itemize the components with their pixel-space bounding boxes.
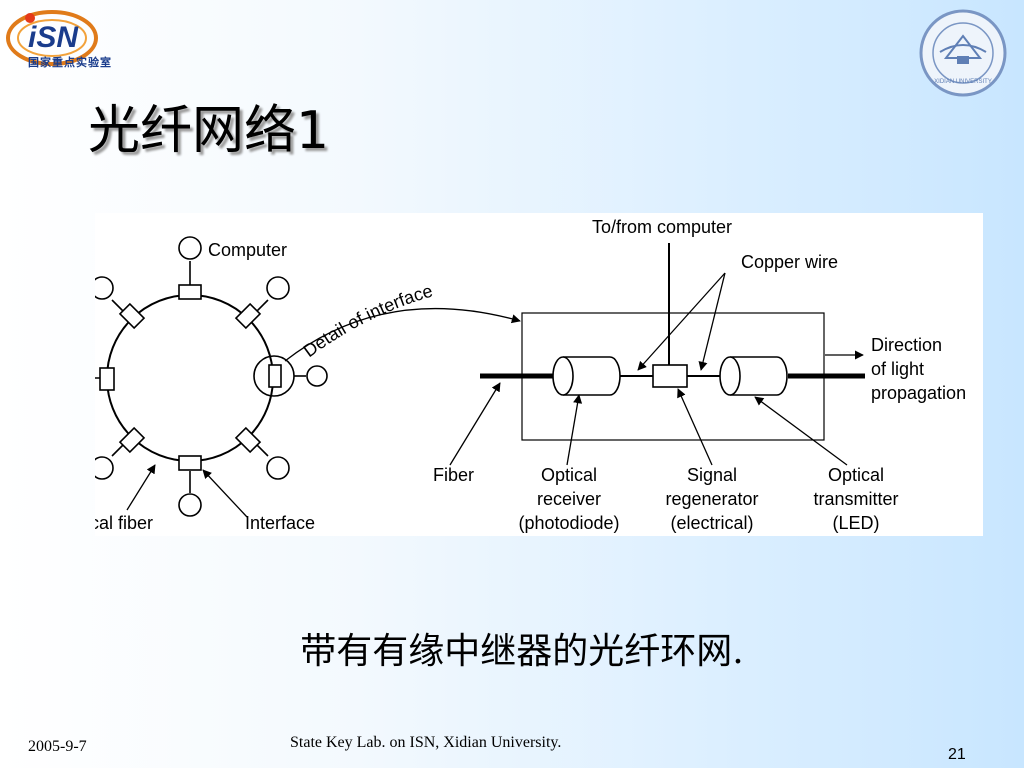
diagram-canvas: Computer Optical fiber Interface Detail … — [95, 217, 966, 533]
label-transmitter-3: (LED) — [832, 513, 879, 533]
label-optical-fiber: Optical fiber — [95, 513, 153, 533]
optical-transmitter-shape — [719, 356, 788, 396]
left-pointer-arrows — [126, 464, 248, 518]
ring-interfaces — [95, 236, 328, 517]
lab-logo-label: 国家重点实验室 — [28, 56, 112, 69]
label-to-from-computer: To/from computer — [592, 217, 732, 237]
label-computer: Computer — [208, 240, 287, 260]
footer-date: 2005-9-7 — [28, 738, 87, 755]
label-direction-3: propagation — [871, 383, 966, 403]
page-number: 21 — [948, 746, 966, 763]
optical-receiver-shape — [552, 356, 621, 396]
label-transmitter-2: transmitter — [813, 489, 898, 509]
label-receiver-2: receiver — [537, 489, 601, 509]
isn-logo-mark: iSN — [6, 10, 98, 66]
label-interface: Interface — [245, 513, 315, 533]
fiber-ring-diagram: Computer Optical fiber Interface Detail … — [95, 213, 983, 536]
label-direction-2: of light — [871, 359, 924, 379]
label-copper-wire: Copper wire — [741, 252, 838, 272]
label-regenerator-1: Signal — [687, 465, 737, 485]
label-detail-of-interface: Detail of interface — [300, 281, 435, 362]
seal-label: XIDIAN UNIVERSITY — [934, 79, 992, 85]
signal-regenerator-shape — [652, 364, 688, 388]
footer-lab-name: State Key Lab. on ISN, Xidian University… — [290, 734, 562, 751]
slide-title: 光纤网络1 — [88, 101, 330, 161]
isn-logo-letters: iSN — [28, 21, 79, 54]
fiber-lines — [480, 243, 865, 379]
label-regenerator-3: (electrical) — [670, 513, 753, 533]
label-fiber: Fiber — [433, 465, 474, 485]
university-seal-icon: XIDIAN UNIVERSITY — [919, 9, 1007, 97]
detail-arrow — [284, 307, 521, 362]
label-regenerator-2: regenerator — [665, 489, 758, 509]
label-direction-1: Direction — [871, 335, 942, 355]
label-receiver-1: Optical — [541, 465, 597, 485]
detail-pointer-arrows — [449, 272, 848, 466]
label-transmitter-1: Optical — [828, 465, 884, 485]
label-receiver-3: (photodiode) — [518, 513, 619, 533]
slide-caption: 带有有缘中继器的光纤环网. — [300, 631, 744, 672]
